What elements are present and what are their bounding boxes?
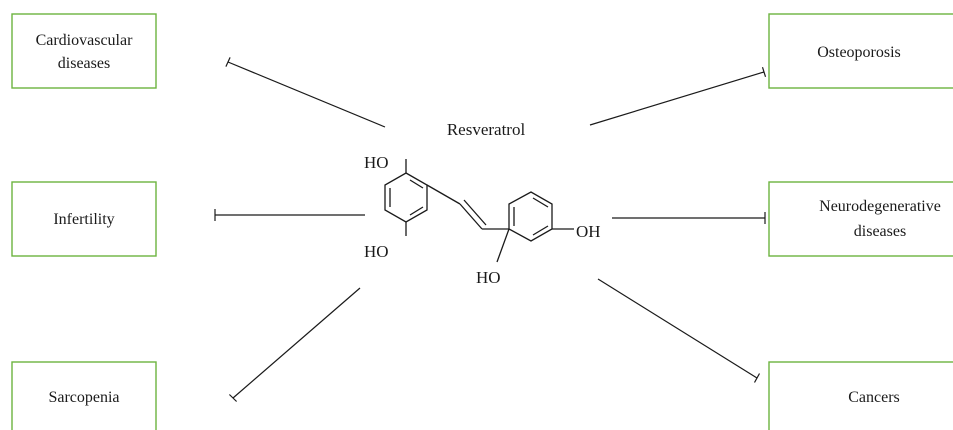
right-ring: [508, 191, 553, 242]
bond-ho-lower: [496, 228, 510, 263]
line-to-cardiovascular: [227, 61, 386, 128]
bond-vinyl-2: [459, 203, 483, 230]
box-infertility-label: Infertility: [53, 211, 114, 228]
box-sarcopenia-frame: [11, 361, 157, 430]
compound-name: Resveratrol: [447, 120, 526, 139]
line-to-osteoporosis: [589, 71, 765, 126]
group-ho-top: HO: [364, 153, 389, 172]
group-oh-right: OH: [576, 222, 601, 241]
box-neurodegenerative-label-1: Neurodegenerative: [819, 198, 941, 215]
box-cardiovascular-frame: [11, 13, 157, 89]
group-ho-lower: HO: [476, 268, 501, 287]
box-neurodegenerative: Neurodegenerative diseases: [768, 181, 953, 257]
resveratrol-structure: HO HO OH HO: [364, 153, 601, 287]
box-cardiovascular-label-2: diseases: [58, 55, 110, 72]
box-infertility-frame: [11, 181, 157, 257]
group-ho-bottom: HO: [364, 242, 389, 261]
tbar-cancers: [753, 373, 761, 383]
box-cardiovascular: Cardiovascular diseases: [11, 13, 157, 89]
box-infertility: Infertility: [11, 181, 157, 257]
right-ring-double-2: [532, 197, 549, 208]
inhibition-lines: [214, 57, 767, 402]
bond-vinyl-1: [426, 184, 461, 205]
left-ring-double-2: [409, 206, 424, 216]
box-cancers: Cancers: [768, 361, 953, 430]
box-cancers-frame: [768, 361, 953, 430]
box-neurodegenerative-label-2: diseases: [854, 223, 906, 240]
box-osteoporosis-label: Osteoporosis: [817, 44, 901, 61]
box-osteoporosis: Osteoporosis: [768, 13, 953, 89]
box-cardiovascular-label-1: Cardiovascular: [36, 32, 134, 49]
box-sarcopenia-label: Sarcopenia: [48, 389, 119, 406]
right-ring-double-3: [532, 225, 549, 236]
box-sarcopenia: Sarcopenia: [11, 361, 157, 430]
box-neurodegenerative-frame: [768, 181, 953, 257]
left-ring-double-1: [409, 179, 424, 189]
line-to-sarcopenia: [232, 287, 361, 399]
tbar-cardiovascular: [225, 57, 231, 67]
tbar-sarcopenia: [228, 394, 238, 402]
bond-vinyl-2b: [463, 199, 487, 226]
tbar-osteoporosis: [761, 67, 767, 77]
line-to-cancers: [597, 278, 758, 379]
left-ring: [384, 172, 428, 223]
box-osteoporosis-frame: [768, 13, 953, 89]
box-cancers-label: Cancers: [848, 389, 900, 406]
